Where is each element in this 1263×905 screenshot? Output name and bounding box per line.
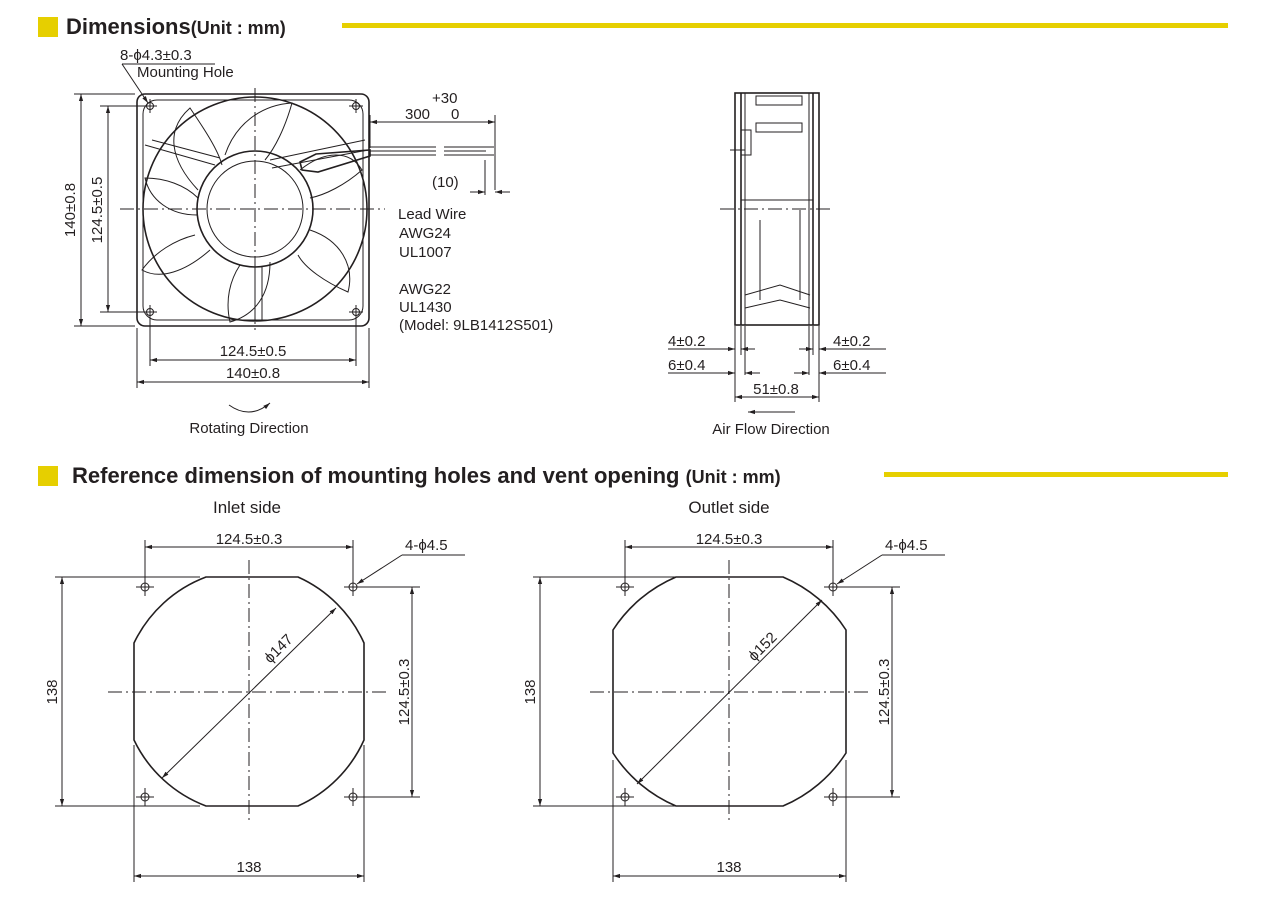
lead-wire-awg-1: AWG24 <box>399 225 451 242</box>
inlet-hole-pitch-v: 124.5±0.3 <box>396 659 413 726</box>
rotating-direction-label: Rotating Direction <box>189 420 308 437</box>
outlet-vent-outline <box>612 576 847 807</box>
outlet-width: 138 <box>716 859 741 876</box>
inlet-width: 138 <box>236 859 261 876</box>
lead-wire-awg-2: AWG22 <box>399 281 451 298</box>
outlet-side-diagram: Outlet side ϕ152 124.5±0.3 4-ϕ4.5 138 12… <box>522 498 945 882</box>
inlet-height: 138 <box>44 679 61 704</box>
side-depth: 51±0.8 <box>753 381 799 398</box>
dimensions-unit: (Unit : mm) <box>190 18 286 38</box>
outlet-hole-spec: 4-ϕ4.5 <box>885 537 928 554</box>
air-flow-direction-label: Air Flow Direction <box>712 421 830 438</box>
side-flange-right: 4±0.2 <box>833 333 870 350</box>
heading-marker <box>38 17 58 37</box>
outlet-height: 138 <box>522 679 539 704</box>
reference-unit: (Unit : mm) <box>685 467 781 487</box>
lead-wire-spec: Lead Wire AWG24 UL1007 AWG22 UL1430 (Mod… <box>398 206 553 334</box>
side-rib-right: 6±0.4 <box>833 357 870 374</box>
outlet-hole-pitch-h: 124.5±0.3 <box>696 531 763 548</box>
front-height-outer: 140±0.8 <box>62 183 79 237</box>
wire-strip-length: (10) <box>432 174 459 191</box>
fan-side-view <box>720 92 830 326</box>
inlet-hole-pitch-h: 124.5±0.3 <box>216 531 283 548</box>
inlet-side-title: Inlet side <box>213 498 281 517</box>
rotation-arrow-icon <box>228 402 271 413</box>
lead-wire <box>299 146 494 173</box>
outlet-mounting-holes <box>616 578 842 806</box>
corner-mounting-holes <box>143 99 363 319</box>
front-height-pitch: 124.5±0.5 <box>89 177 106 244</box>
inlet-side-diagram: Inlet side ϕ147 124.5±0.3 4-ϕ4.5 138 124… <box>44 498 465 882</box>
dimensions-title: Dimensions(Unit : mm) <box>66 14 286 39</box>
inlet-vent-outline <box>133 576 365 807</box>
wire-length-tol-lower: 0 <box>451 106 459 123</box>
lead-wire-ul-2: UL1430 <box>399 299 452 316</box>
front-width-outer: 140±0.8 <box>226 365 280 382</box>
reference-title: Reference dimension of mounting holes an… <box>72 463 781 488</box>
wire-length: 300 <box>405 106 430 123</box>
inlet-vent-diameter: ϕ147 <box>261 631 297 667</box>
heading-rule <box>884 472 1228 477</box>
fan-blades <box>141 102 363 323</box>
side-flange-left: 4±0.2 <box>668 333 705 350</box>
reference-heading: Reference dimension of mounting holes an… <box>38 463 1228 489</box>
front-width-pitch: 124.5±0.5 <box>220 343 287 360</box>
heading-marker <box>38 466 58 486</box>
lead-wire-model-note: (Model: 9LB1412S501) <box>399 317 553 334</box>
inlet-hole-spec: 4-ϕ4.5 <box>405 537 448 554</box>
dimensions-heading: Dimensions(Unit : mm) <box>38 14 1228 40</box>
inlet-mounting-holes <box>136 578 362 806</box>
lead-wire-ul-1: UL1007 <box>399 244 452 261</box>
side-rib-left: 6±0.4 <box>668 357 705 374</box>
heading-rule <box>342 23 1228 28</box>
mounting-hole-spec: 8-ϕ4.3±0.3 <box>120 47 192 64</box>
fan-front-view <box>120 88 385 330</box>
outlet-hole-pitch-v: 124.5±0.3 <box>876 659 893 726</box>
mounting-hole-label: Mounting Hole <box>137 64 234 81</box>
wire-length-tol-upper: +30 <box>432 90 457 107</box>
outlet-side-title: Outlet side <box>688 498 769 517</box>
lead-wire-title: Lead Wire <box>398 206 466 223</box>
